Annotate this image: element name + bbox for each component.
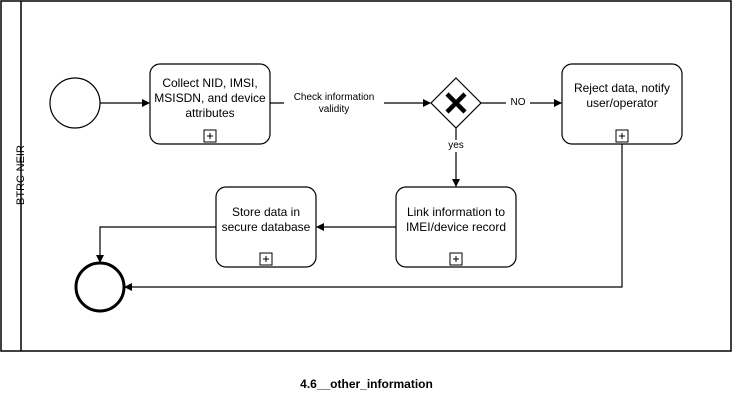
task-store[interactable] [215, 186, 317, 268]
gateway-x-icon [445, 92, 467, 114]
edge-label-yes: yes [444, 140, 468, 152]
flow-reject-to-end[interactable] [124, 144, 623, 291]
flow-store-to-end[interactable] [96, 226, 216, 263]
diagram-caption: 4.6__other_information [300, 377, 433, 391]
edge-label-check: Check information validity [284, 92, 384, 116]
exclusive-gateway[interactable] [430, 77, 482, 129]
task-collect[interactable] [149, 63, 271, 145]
lane-label: BTRC-NEIR [15, 145, 27, 205]
task-link[interactable] [395, 186, 517, 268]
task-reject[interactable] [561, 63, 683, 145]
start-event[interactable] [49, 77, 101, 129]
end-event[interactable] [74, 261, 126, 313]
edge-label-no: NO [506, 97, 530, 109]
